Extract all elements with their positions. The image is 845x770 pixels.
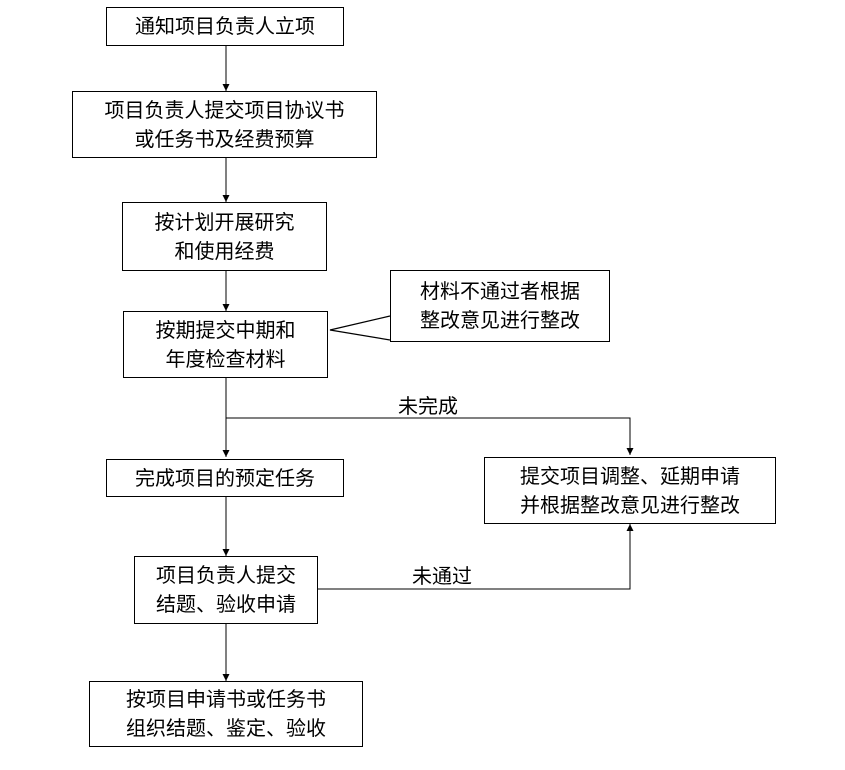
- edge-label-not-completed: 未完成: [398, 394, 458, 418]
- node-complete-tasks: 完成项目的预定任务: [106, 459, 344, 497]
- note-rectify-materials: 材料不通过者根据 整改意见进行整改: [390, 270, 610, 342]
- node-submit-agreement: 项目负责人提交项目协议书 或任务书及经费预算: [72, 91, 377, 158]
- edge-label-not-passed: 未通过: [412, 564, 472, 588]
- node-apply-closure: 项目负责人提交 结题、验收申请: [134, 556, 318, 624]
- node-submit-inspection: 按期提交中期和 年度检查材料: [123, 311, 328, 378]
- node-conduct-research: 按计划开展研究 和使用经费: [122, 202, 327, 271]
- node-adjust-extend: 提交项目调整、延期申请 并根据整改意见进行整改: [484, 457, 776, 524]
- branch-not-completed: [226, 417, 634, 455]
- node-notify-project-lead: 通知项目负责人立项: [106, 7, 344, 46]
- note-callout: [329, 315, 391, 341]
- branch-not-passed: [318, 524, 634, 590]
- node-organize-acceptance: 按项目申请书或任务书 组织结题、鉴定、验收: [89, 681, 363, 747]
